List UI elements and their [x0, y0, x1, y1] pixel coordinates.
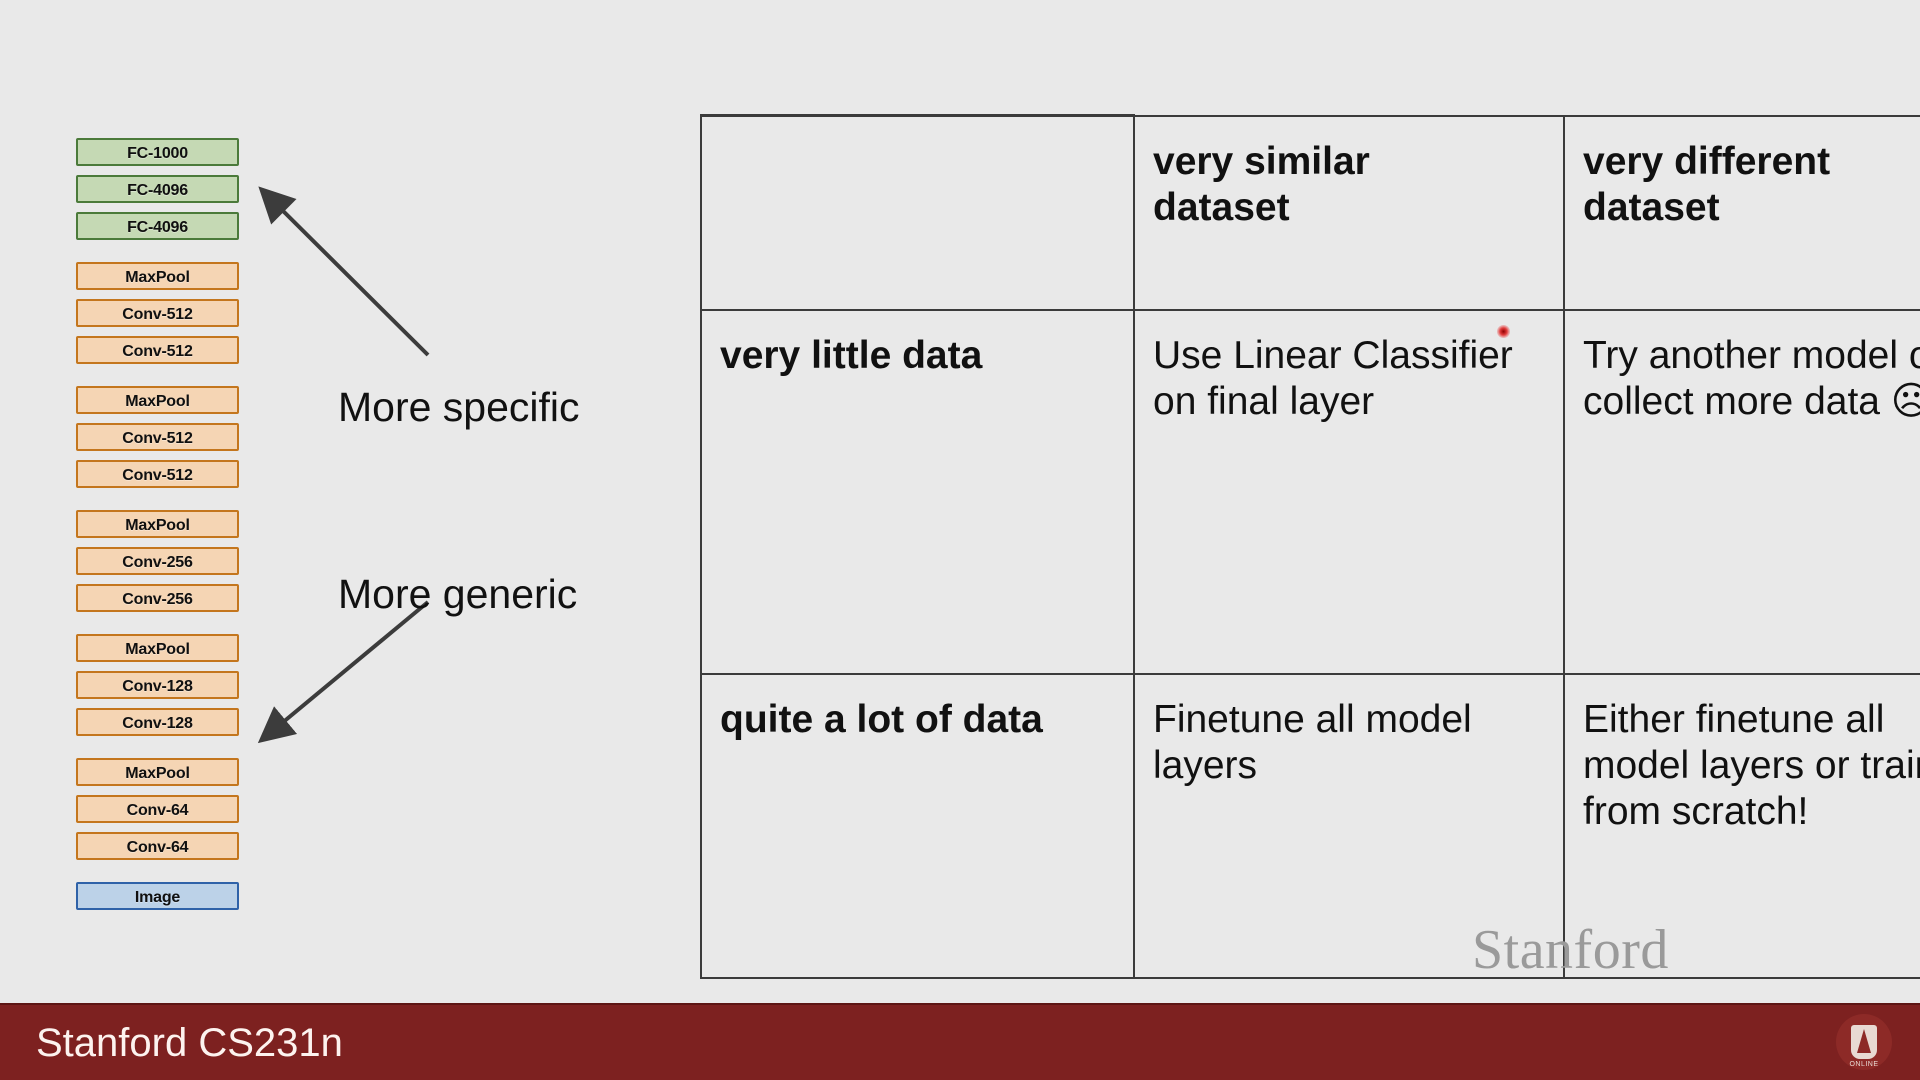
layer-block-conv-512: Conv-512 [76, 460, 239, 488]
cell-little-data-similar: Use Linear Classifier on final layer [1133, 309, 1565, 675]
table-row: very little data Use Linear Classifier o… [700, 309, 1920, 675]
label-more-generic: More generic [338, 571, 578, 617]
more-specific-arrow [258, 186, 430, 357]
layer-block-maxpool: MaxPool [76, 634, 239, 662]
cell-lots-data-different: Either finetune all model layers or trai… [1563, 673, 1920, 979]
more-generic-arrow [257, 600, 430, 744]
header-different-line1: very different [1583, 139, 1831, 183]
header-similar-line2: dataset [1153, 185, 1290, 229]
layer-block-conv-512: Conv-512 [76, 336, 239, 364]
cell-little-data-different: Try another model or collect more data ☹ [1563, 309, 1920, 675]
layer-block-conv-64: Conv-64 [76, 832, 239, 860]
row-label-very-little-data: very little data [700, 309, 1135, 675]
laser-pointer-dot [1497, 325, 1510, 338]
table-header-row: very similar dataset very different data… [700, 114, 1920, 311]
layer-block-fc-1000: FC-1000 [76, 138, 239, 166]
layer-block-conv-256: Conv-256 [76, 584, 239, 612]
header-cell-very-different-dataset: very different dataset [1563, 114, 1920, 311]
header-different-line2: dataset [1583, 185, 1720, 229]
layer-block-maxpool: MaxPool [76, 510, 239, 538]
banner-course-title: Stanford CS231n [36, 1021, 343, 1065]
stanford-tree-icon [1851, 1025, 1877, 1059]
layer-block-conv-64: Conv-64 [76, 795, 239, 823]
stanford-online-logo-icon: ONLINE [1836, 1014, 1892, 1070]
stanford-watermark: Stanford [1472, 919, 1669, 981]
bottom-banner: Stanford CS231n ONLINE [0, 1003, 1920, 1080]
layer-block-fc-4096: FC-4096 [76, 212, 239, 240]
layer-block-image: Image [76, 882, 239, 910]
cell-lots-data-similar: Finetune all model layers [1133, 673, 1565, 979]
layer-block-maxpool: MaxPool [76, 262, 239, 290]
logo-online-label: ONLINE [1849, 1061, 1879, 1068]
transfer-learning-decision-table: very similar dataset very different data… [700, 114, 1920, 979]
layer-block-maxpool: MaxPool [76, 758, 239, 786]
layer-block-conv-256: Conv-256 [76, 547, 239, 575]
header-similar-line1: very similar [1153, 139, 1370, 183]
label-more-specific: More specific [338, 384, 580, 430]
header-cell-blank [700, 114, 1135, 311]
layer-block-fc-4096: FC-4096 [76, 175, 239, 203]
layer-block-conv-128: Conv-128 [76, 671, 239, 699]
table-row: quite a lot of data Finetune all model l… [700, 673, 1920, 979]
header-cell-very-similar-dataset: very similar dataset [1133, 114, 1565, 311]
layer-block-maxpool: MaxPool [76, 386, 239, 414]
layer-block-conv-512: Conv-512 [76, 299, 239, 327]
layer-block-conv-128: Conv-128 [76, 708, 239, 736]
row-label-quite-a-lot-of-data: quite a lot of data [700, 673, 1135, 979]
layer-block-conv-512: Conv-512 [76, 423, 239, 451]
